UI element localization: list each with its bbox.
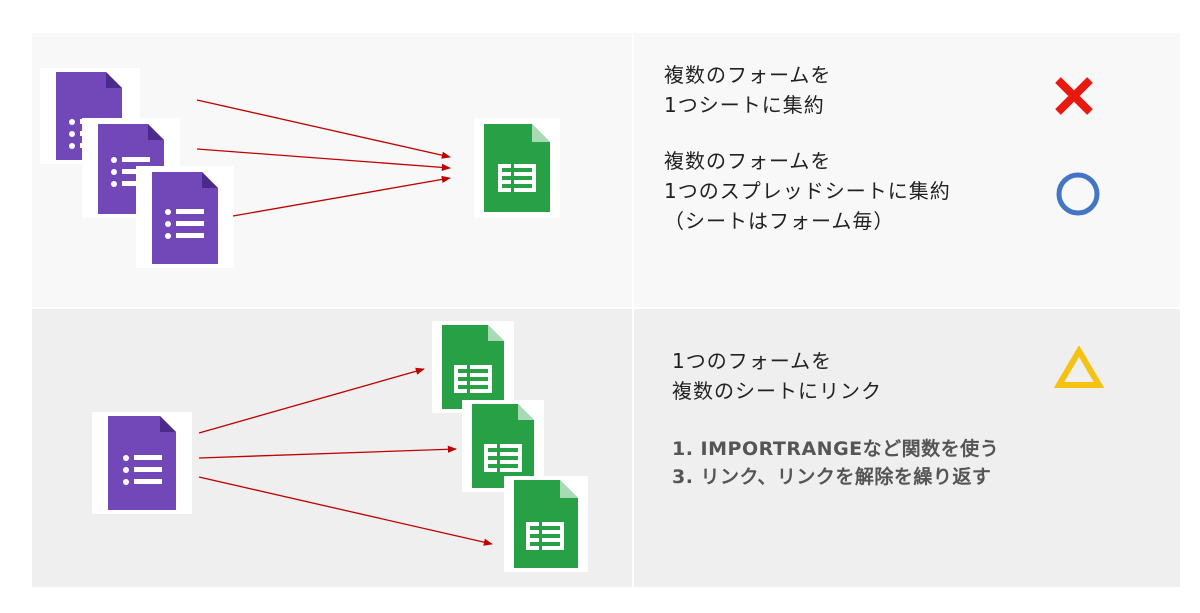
google-sheets-icon <box>504 476 588 572</box>
option2-line1: 複数のフォームを <box>664 149 832 173</box>
option3-line2: 複数のシートにリンク <box>672 379 882 403</box>
arrow <box>196 148 451 172</box>
arrow <box>198 367 425 434</box>
circle-mark-icon <box>1054 170 1102 222</box>
arrow <box>198 476 493 546</box>
google-sheets-icon <box>432 321 514 413</box>
panel-top-right <box>634 33 1180 307</box>
panel-bottom-right <box>634 309 1180 587</box>
arrow <box>198 445 457 459</box>
cross-mark-icon <box>1052 74 1096 122</box>
triangle-mark-icon <box>1053 345 1105 394</box>
step-3: 3. リンク、リンクを解除を繰り返す <box>672 466 992 488</box>
arrow <box>196 99 451 159</box>
google-sheets-icon <box>474 118 560 218</box>
option2-line3: （シートはフォーム毎） <box>664 209 895 233</box>
google-forms-icon <box>136 166 234 268</box>
google-forms-icon <box>92 412 192 514</box>
step-1: 1. IMPORTRANGEなど関数を使う <box>672 438 1000 460</box>
arrow <box>232 175 451 217</box>
option1-line1: 複数のフォームを <box>664 63 832 87</box>
option3-line1: 1つのフォームを <box>672 349 833 373</box>
option1-line2: 1つシートに集約 <box>664 93 825 117</box>
option2-line2: 1つのスプレッドシートに集約 <box>664 179 951 203</box>
